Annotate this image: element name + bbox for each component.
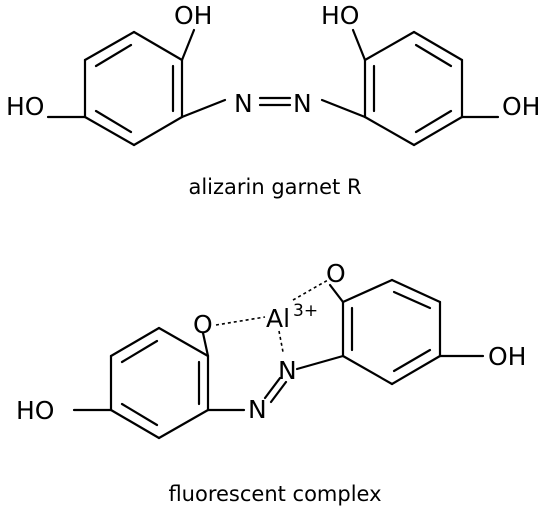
molecule-fluorescent-complex: O O Al 3+ N N OH HO fluorescent complex [16, 259, 526, 506]
atom-ho-top-right: HO [321, 1, 359, 30]
n-double-bond-1 [263, 376, 282, 400]
atom-al: Al [266, 304, 290, 333]
bond-n2-to-ring [320, 98, 367, 119]
atom-ho-left: HO [6, 92, 44, 121]
right-benzene-ring [363, 30, 464, 147]
atom-al-charge: 3+ [293, 301, 318, 321]
atom-azo-n2: N [293, 89, 312, 118]
atom-azo-n1: N [234, 89, 253, 118]
bond-to-o-right [328, 283, 345, 304]
n-double-bond-2 [269, 380, 288, 404]
right-benzene-ring [341, 278, 442, 386]
atom-oh-right: OH [488, 342, 526, 371]
coord-bond-o-left-al [215, 316, 266, 326]
atom-n-lower: N [248, 395, 267, 424]
bond-ring-to-n1 [180, 98, 227, 119]
atom-ho-left: HO [16, 396, 54, 425]
bond-to-oh-top-left [180, 28, 196, 62]
atom-o-right: O [326, 259, 346, 288]
coord-bond-al-n [278, 330, 284, 353]
caption-alizarin-garnet-r: alizarin garnet R [188, 175, 361, 199]
coord-bond-o-right-al [292, 279, 329, 301]
bond-to-o-left [201, 331, 210, 358]
left-benzene-ring [83, 30, 184, 147]
atom-n-upper: N [278, 356, 297, 385]
caption-fluorescent-complex: fluorescent complex [168, 482, 381, 506]
atom-oh-right: OH [502, 92, 540, 121]
bond-to-ho-top-right [351, 28, 367, 62]
molecule-alizarin-garnet-r: OH HO N N HO OH alizarin garnet R [6, 1, 540, 199]
atom-oh-top-left: OH [174, 1, 212, 30]
left-benzene-ring [109, 326, 210, 440]
bond-n-upper-to-ring [295, 354, 345, 371]
atom-o-left: O [193, 310, 213, 339]
